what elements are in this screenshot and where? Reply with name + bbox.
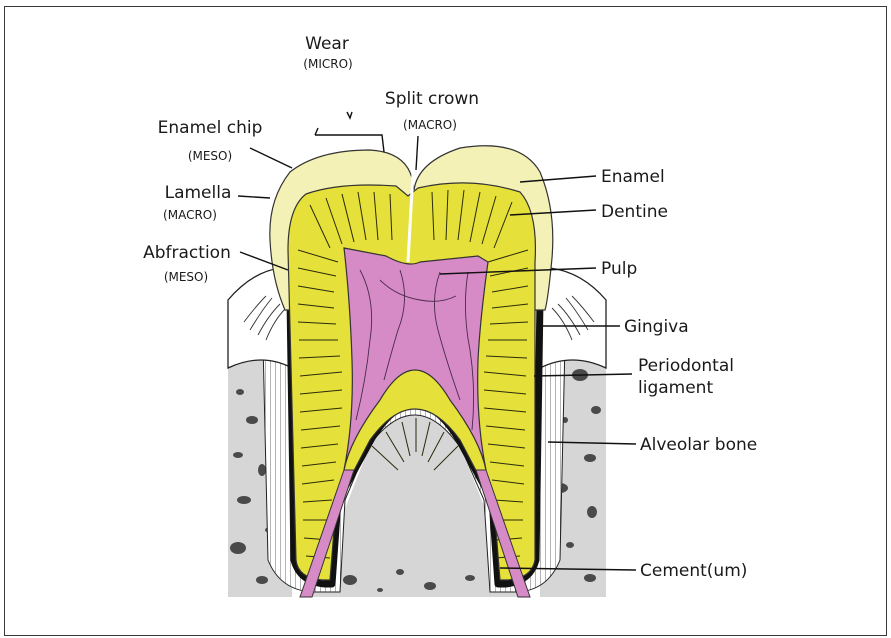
label-gingiva: Gingiva bbox=[624, 317, 689, 337]
label-pulp: Pulp bbox=[601, 259, 637, 279]
label-enamel-chip: Enamel chip bbox=[158, 118, 263, 138]
label-periodontal: Periodontal bbox=[638, 356, 734, 376]
label-wear-scale: (MICRO) bbox=[303, 57, 352, 71]
label-cementum: Cement(um) bbox=[640, 561, 747, 581]
label-split-crown-scale: (MACRO) bbox=[403, 118, 457, 132]
label-wear: Wear bbox=[305, 34, 349, 54]
label-enamel-chip-scale: (MESO) bbox=[188, 149, 232, 163]
label-ligament: ligament bbox=[638, 378, 713, 398]
label-dentine: Dentine bbox=[601, 202, 668, 222]
label-enamel: Enamel bbox=[601, 167, 665, 187]
label-split-crown: Split crown bbox=[385, 89, 479, 109]
label-alveolar-bone: Alveolar bone bbox=[640, 435, 757, 455]
label-lamella: Lamella bbox=[165, 183, 232, 203]
label-abfraction-scale: (MESO) bbox=[164, 270, 208, 284]
label-lamella-scale: (MACRO) bbox=[163, 208, 217, 222]
label-abfraction: Abfraction bbox=[143, 243, 231, 263]
